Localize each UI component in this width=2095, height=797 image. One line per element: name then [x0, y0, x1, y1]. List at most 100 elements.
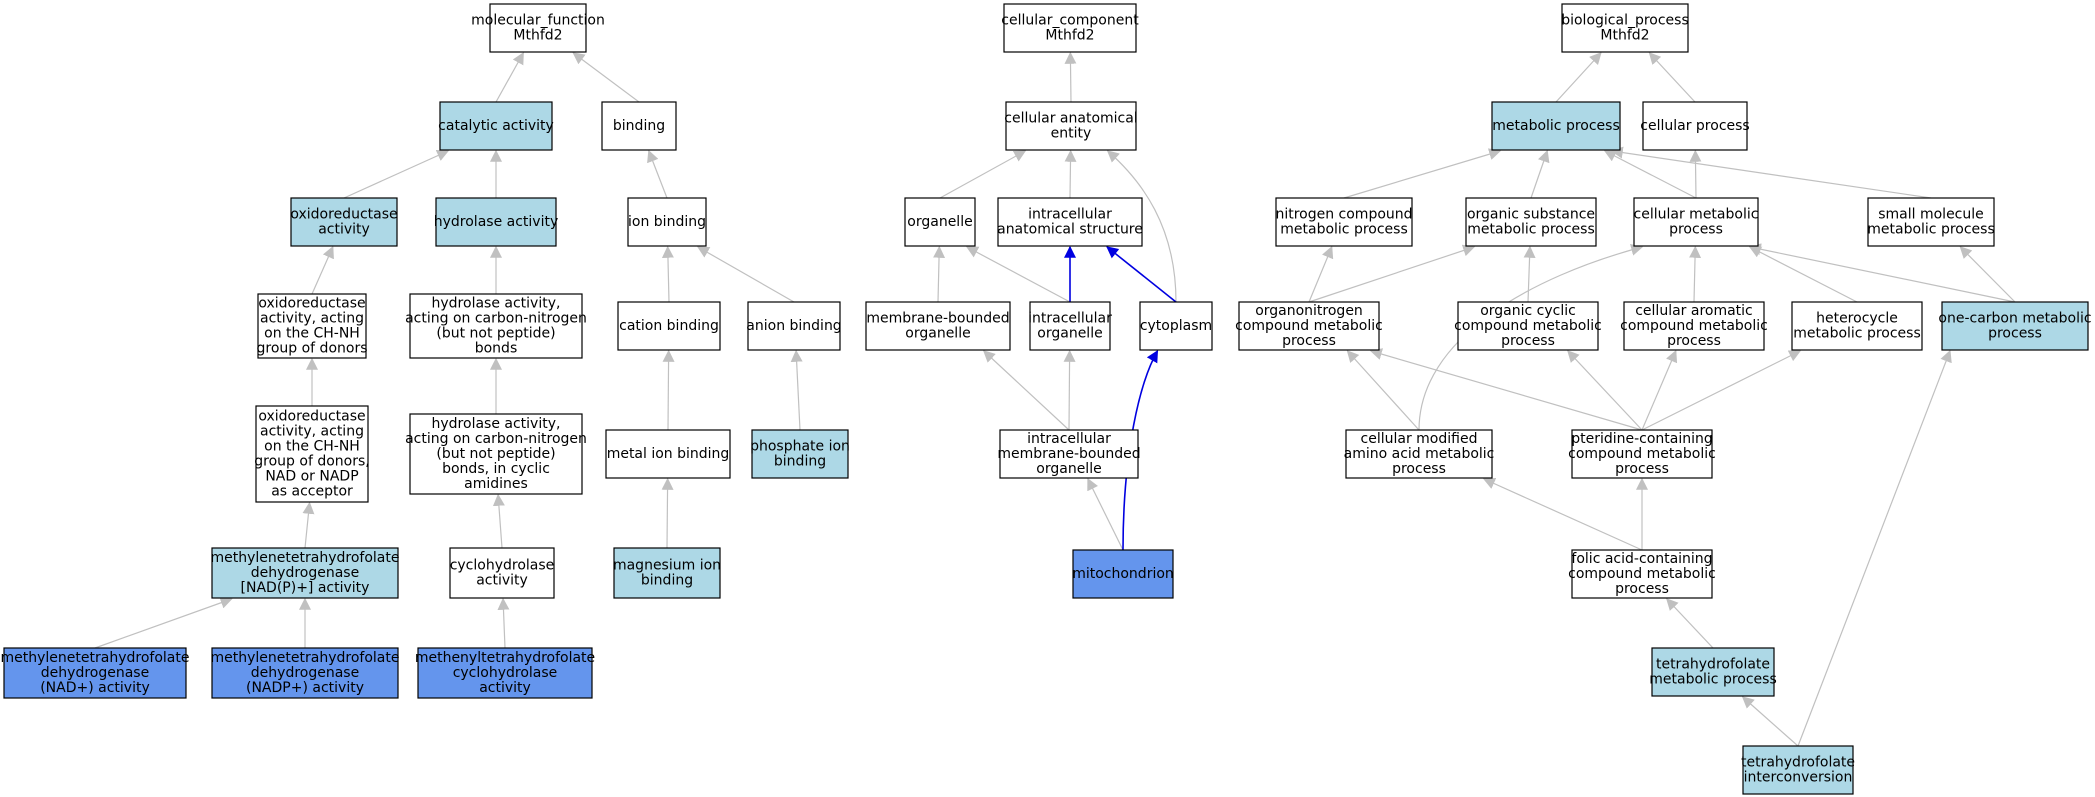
go-node-label-line: metabolic process [1467, 222, 1595, 238]
go-node-box [1651, 647, 1775, 697]
go-node-box [1791, 301, 1923, 351]
go-node-hyd_cn[interactable]: hydrolase activity,acting on carbon-nitr… [405, 293, 587, 359]
edge-thfi-to-ocmp [1797, 349, 1952, 747]
go-node-catalytic[interactable]: catalytic activity [438, 101, 554, 151]
go-node-metabolic[interactable]: metabolic process [1491, 101, 1621, 151]
edge-cellproc-to-bp [1648, 52, 1696, 103]
go-node-label-line: compound metabolic [1568, 446, 1716, 462]
go-node-hyd_cyclic[interactable]: hydrolase activity,acting on carbon-nitr… [405, 413, 587, 495]
go-node-box [211, 647, 399, 699]
go-node-cytoplasm[interactable]: cytoplasm [1139, 301, 1213, 351]
go-node-label-line: organelle [1036, 461, 1101, 477]
go-node-mthfd_nad[interactable]: methylenetetrahydrofolatedehydrogenase(N… [1, 647, 190, 699]
go-node-label-line: organic substance [1467, 207, 1595, 223]
go-node-binding[interactable]: binding [601, 101, 677, 151]
go-node-cellproc[interactable]: cellular process [1640, 101, 1750, 151]
go-node-label-line: bonds, in cyclic [442, 461, 550, 477]
go-node-box [211, 547, 399, 599]
go-node-mito[interactable]: mitochondrion [1072, 549, 1174, 599]
go-node-label-line: on the CH-NH [264, 326, 360, 342]
go-node-box [1571, 549, 1713, 599]
edge-oncmp-to-osmp [1308, 244, 1476, 303]
go-node-box [613, 547, 721, 599]
go-node-mthfd_nadp_any[interactable]: methylenetetrahydrofolatedehydrogenase[N… [211, 547, 400, 599]
edge-cmamp-to-oncmp [1346, 350, 1420, 431]
go-node-label-line: metal ion binding [607, 446, 730, 462]
go-node-mthfd_nadp[interactable]: methylenetetrahydrofolatedehydrogenase(N… [211, 647, 400, 699]
edge-phosphate-to-anion [790, 349, 803, 431]
go-node-label-line: one-carbon metabolic [1938, 311, 2091, 327]
edge-ias-to-cae [1064, 149, 1077, 199]
go-node-label-line: membrane-bounded [866, 311, 1009, 327]
go-node-label-line: bonds [475, 341, 518, 357]
edge-ocmp-to-cmp [1748, 243, 2016, 303]
edge-pcmp-to-hmp [1641, 350, 1802, 431]
go-node-cation[interactable]: cation binding [617, 301, 721, 351]
go-node-hydrolase[interactable]: hydrolase activity [434, 197, 559, 247]
go-node-label-line: cellular modified [1361, 431, 1478, 447]
go-node-label-line: activity [476, 573, 528, 589]
go-node-box [257, 293, 367, 359]
go-node-menyl[interactable]: methenyltetrahydrofolatecyclohydrolaseac… [415, 647, 595, 699]
go-node-box [1457, 301, 1599, 351]
go-node-box [449, 547, 555, 599]
go-node-label-line: heterocycle [1816, 311, 1898, 327]
go-node-metalion[interactable]: metal ion binding [605, 429, 731, 479]
edge-mbo-to-organelle [933, 245, 946, 303]
go-node-label-line: entity [1051, 126, 1092, 142]
go-node-box [1005, 101, 1137, 151]
go-node-box [1867, 197, 1995, 247]
go-node-anion[interactable]: anion binding [746, 301, 842, 351]
go-node-label-line: activity, acting [260, 424, 364, 440]
go-node-label-line: binding [641, 573, 693, 589]
go-node-box [1029, 301, 1111, 351]
go-node-box [904, 197, 976, 247]
go-node-label-line: activity [318, 222, 370, 238]
edge-metalion-to-cation [662, 349, 675, 431]
go-node-organelle[interactable]: organelle [904, 197, 976, 247]
go-node-label-line: methylenetetrahydrofolate [211, 550, 400, 566]
go-node-ionbinding[interactable]: ion binding [627, 197, 707, 247]
go-node-box [1003, 3, 1137, 53]
edge-osmp-to-metabolic [1530, 149, 1550, 199]
go-node-label-line: ion binding [628, 214, 706, 230]
go-node-label-line: dehydrogenase [251, 665, 359, 681]
edge-imbo-to-mbo [982, 350, 1070, 431]
edge-pcmp-to-oncmp [1369, 348, 1643, 431]
go-node-box [3, 647, 187, 699]
edge-cacmp-to-cmp [1689, 245, 1702, 303]
go-node-box [1571, 429, 1713, 479]
go-node-label-line: hydrolase activity, [432, 416, 561, 432]
edge-facmp-to-cmamp [1482, 477, 1643, 551]
go-node-label-line: metabolic process [1793, 326, 1921, 342]
